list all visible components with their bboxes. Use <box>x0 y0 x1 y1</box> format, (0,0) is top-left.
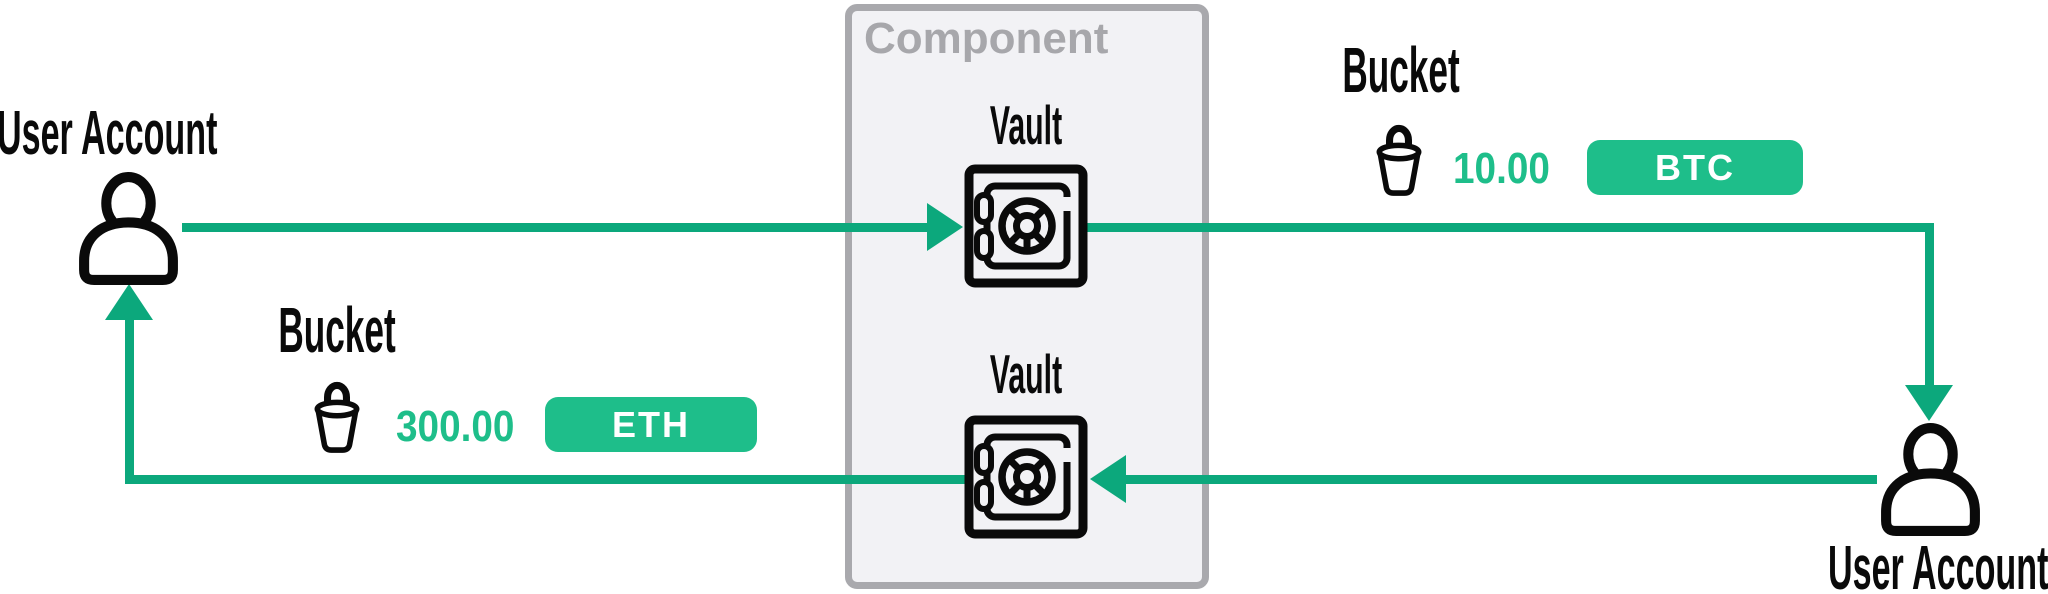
line-right-edge-down <box>1925 223 1934 385</box>
arrowhead-into-top-vault <box>927 203 963 251</box>
vault-bottom-safe-icon <box>964 415 1088 539</box>
vault-top-safe-icon <box>964 164 1088 288</box>
line-left-edge-up <box>125 320 134 484</box>
eth-amount-value: 300.00 <box>396 402 515 451</box>
user-account-left-person-icon <box>79 172 178 285</box>
asset-badge-btc: BTC <box>1587 140 1803 195</box>
vault-bottom-label: Vault <box>989 343 1063 405</box>
arrowhead-into-left-user <box>105 284 153 320</box>
asset-badge-eth: ETH <box>545 397 757 452</box>
bucket-btc-icon <box>1376 124 1422 196</box>
user-account-right-person-icon <box>1881 423 1980 536</box>
arrowhead-into-right-user <box>1905 385 1953 421</box>
line-right-user-to-bottom-vault <box>1126 475 1877 484</box>
bucket-eth-icon <box>314 381 360 453</box>
component-label: Component <box>864 14 1109 63</box>
arrowhead-into-bottom-vault <box>1090 455 1126 503</box>
bucket-eth-label: Bucket <box>278 294 396 366</box>
vault-top-label: Vault <box>989 94 1063 156</box>
line-left-user-to-top-vault <box>182 223 927 232</box>
line-top-vault-to-right-edge <box>1087 223 1934 232</box>
user-account-left-label: User Account <box>0 99 218 168</box>
line-bottom-vault-to-left-edge <box>125 475 965 484</box>
bucket-btc-label: Bucket <box>1342 34 1460 106</box>
user-account-right-label: User Account <box>1828 534 2048 594</box>
btc-amount-value: 10.00 <box>1453 144 1550 193</box>
